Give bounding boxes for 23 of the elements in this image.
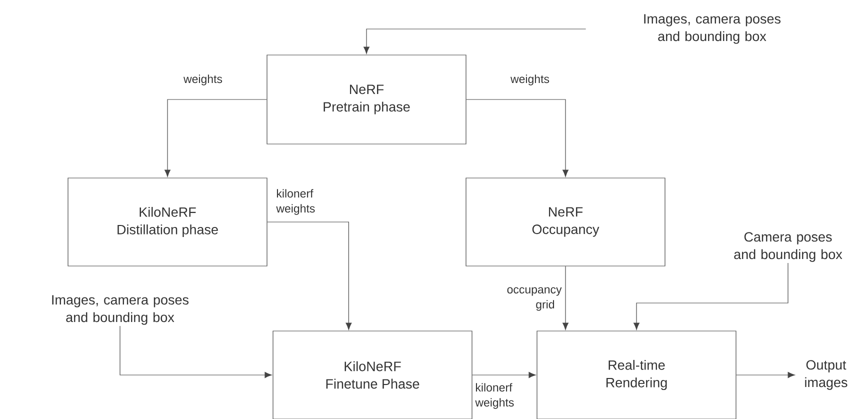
arrow	[736, 372, 795, 378]
arrow	[364, 28, 586, 54]
edge-label: weights	[505, 74, 555, 86]
output-text: Output images	[805, 360, 848, 390]
process-box: KiloNeRF Distillation phase	[68, 178, 268, 266]
edge-label: weights	[178, 74, 228, 86]
arrow	[164, 99, 267, 177]
process-box: Real-time Rendering	[536, 330, 736, 419]
edge-label: kilonerf weights	[275, 188, 326, 216]
edge-label: occupancy grid	[506, 286, 562, 312]
process-box: KiloNeRF Finetune Phase	[272, 330, 472, 419]
process-box: NeRF Occupancy	[466, 178, 666, 266]
edge-label: kilonerf weights	[474, 382, 524, 410]
arrow	[472, 372, 536, 378]
arrow	[634, 262, 788, 330]
input-text: Camera poses and bounding box	[734, 232, 842, 262]
arrow	[267, 222, 352, 330]
arrow	[120, 326, 272, 378]
arrow	[466, 99, 568, 177]
input-text: Images, camera poses and bounding box	[52, 295, 189, 325]
input-text: Images, camera poses and bounding box	[644, 14, 781, 44]
process-box: NeRF Pretrain phase	[266, 54, 466, 144]
arrow	[562, 266, 568, 330]
